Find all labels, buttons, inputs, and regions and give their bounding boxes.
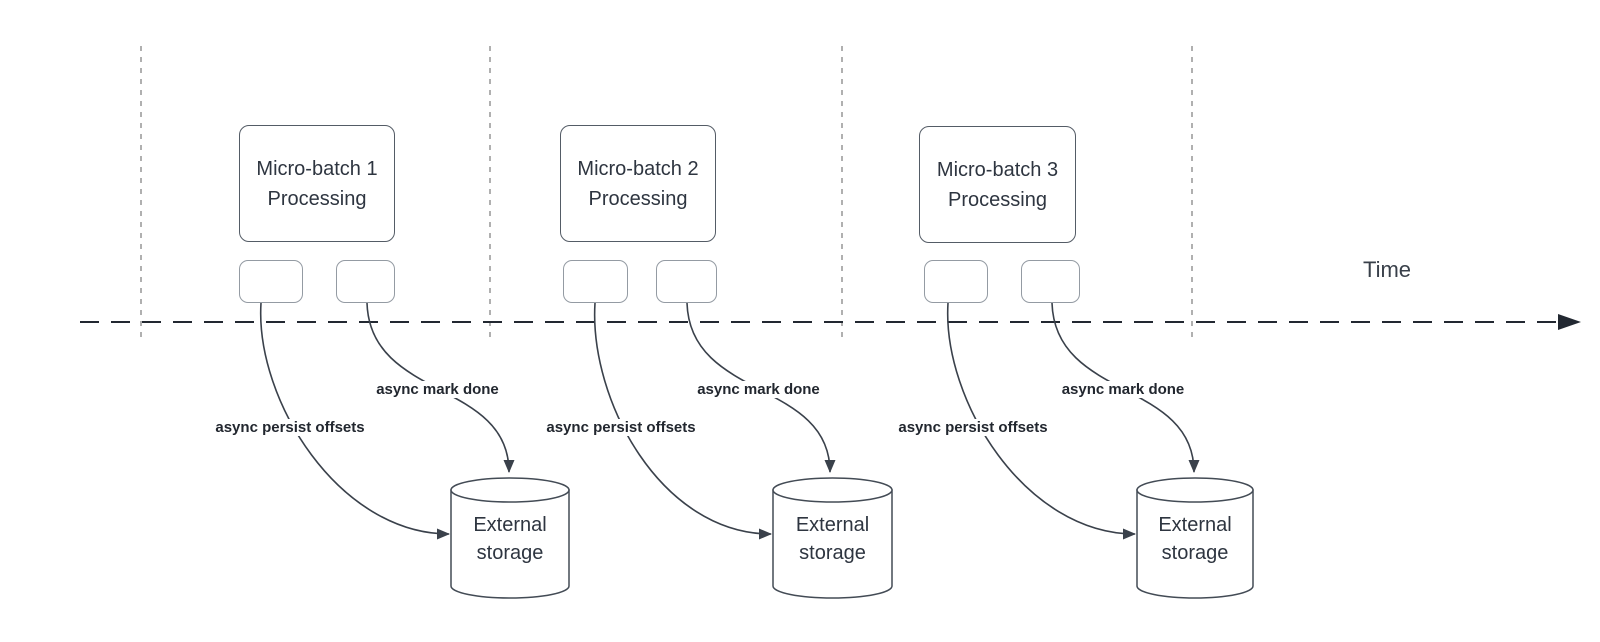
microbatch-3-processing-box: Micro-batch 3 Processing [919,126,1076,243]
time-axis-arrowhead-icon [1558,314,1581,330]
microbatch-2-persist-arrow-label: async persist offsets [536,419,706,436]
microbatch-1-mark-done-arrow-label: async mark done [366,381,509,398]
microbatch-3-persist-arrow [946,302,1136,540]
microbatch-2-processing-label: Micro-batch 2 Processing [577,157,699,210]
external-storage-label-3: External storage [1158,514,1232,564]
microbatch-1-processing-label: Micro-batch 1 Processing [256,157,378,210]
microbatch-2-task-box-left [563,260,628,303]
microbatch-1-task-box-right [336,260,395,303]
microbatch-1-persist-arrow-label: async persist offsets [205,419,375,436]
microbatch-3-mark-done-arrow-label: async mark done [1052,381,1194,398]
microbatch-2-mark-done-arrow-label: async mark done [686,381,831,398]
microbatch-2-processing-box: Micro-batch 2 Processing [560,125,716,242]
microbatch-2-persist-arrow [593,302,772,540]
microbatch-3-processing-label: Micro-batch 3 Processing [936,158,1059,211]
external-storage-cylinder-2 [772,477,893,599]
external-storage-label-2: External storage [795,514,870,564]
external-storage-label-1: External storage [473,514,547,564]
time-axis-label: Time [1362,257,1412,282]
microbatch-3-task-box-right [1021,260,1080,303]
microbatch-1-task-box-left [239,260,303,303]
external-storage-cylinder-1 [450,477,570,599]
microbatch-2-task-box-right [656,260,717,303]
external-storage-cylinder-3 [1136,477,1254,599]
microbatch-1-processing-box: Micro-batch 1 Processing [239,125,395,242]
microbatch-3-task-box-left [924,260,988,303]
microbatch-3-persist-arrow-label: async persist offsets [886,419,1060,436]
microbatch-1-persist-arrow [259,302,450,540]
